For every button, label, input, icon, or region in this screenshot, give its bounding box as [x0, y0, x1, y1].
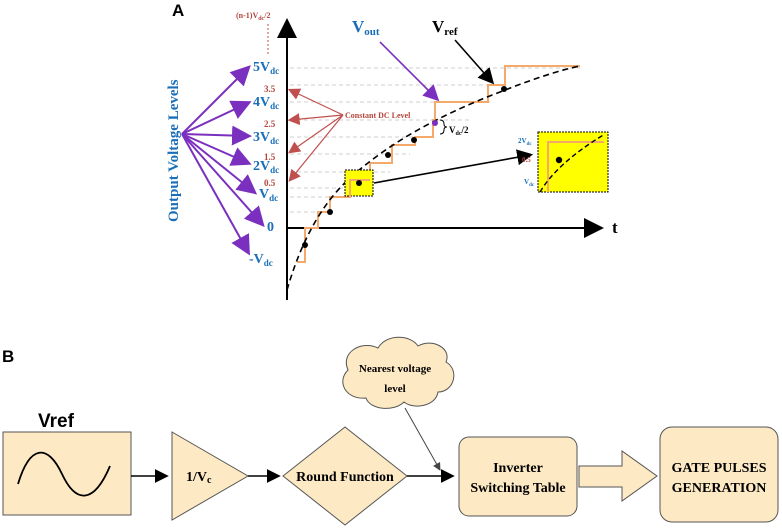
top-level-label: (n-1)Vdc/2	[236, 11, 270, 22]
level-arrows	[181, 65, 265, 256]
level-0: 0	[267, 220, 274, 235]
switching-table-block	[458, 436, 578, 517]
panel-a-label: A	[172, 1, 184, 20]
level-labels: 5Vdc 4Vdc 3Vdc 2Vdc Vdc 0 -Vdc	[249, 60, 279, 268]
switching-table-line-2: Switching Table	[470, 481, 565, 496]
gate-pulses-block	[659, 426, 779, 523]
panel-a: A t (n-1)Vdc/2 Output Voltage Levels 5Vd…	[166, 1, 618, 300]
level-3v: 3Vdc	[253, 130, 279, 146]
cloud-line-1: Nearest voltage	[359, 363, 431, 375]
half-step-brace	[439, 119, 448, 135]
nearest-level-cloud	[342, 336, 455, 409]
cloud-line-2: level	[384, 383, 405, 395]
level-guide-lines	[290, 67, 580, 213]
half-level-1-5: 1.5	[264, 152, 276, 162]
half-level-0-5: 0.5	[264, 178, 276, 188]
cloud-arrow	[404, 407, 441, 471]
half-level-3-5: 3.5	[264, 84, 276, 94]
zoom-region-point	[356, 180, 362, 186]
level-5v: 5Vdc	[253, 60, 279, 76]
round-function-label: Round Function	[296, 470, 394, 485]
vref-arrow	[454, 39, 495, 85]
inset-mid-label: 0.5	[522, 156, 531, 164]
y-axis-title: Output Voltage Levels	[166, 79, 182, 222]
level-1v: Vdc	[259, 187, 278, 203]
gain-block	[171, 431, 249, 521]
vref-label: Vref	[432, 17, 458, 38]
half-step-label: Vdc/2	[449, 125, 469, 137]
constant-dc-arrows	[287, 88, 344, 182]
vout-arrow	[379, 41, 440, 102]
inset-bot-label: Vdc	[524, 178, 535, 188]
constant-dc-label: Constant DC Level	[345, 111, 411, 120]
gain-label: 1/Vc	[186, 470, 212, 486]
sample-point	[432, 120, 438, 126]
sample-point	[302, 242, 308, 248]
vref-title: Vref	[38, 411, 75, 432]
sine-wave-icon	[17, 451, 111, 497]
gate-pulses-line-1: GATE PULSES	[671, 461, 766, 476]
block-arrow	[578, 450, 658, 502]
inset-point	[555, 156, 563, 164]
sample-point	[385, 152, 391, 158]
inset-step	[547, 141, 604, 192]
half-level-labels: 3.5 2.5 1.5 0.5	[264, 84, 276, 188]
vref-source-box	[2, 431, 132, 516]
inset-top-label: 2Vdc	[518, 137, 532, 147]
sample-point	[411, 137, 417, 143]
level-4v: 4Vdc	[253, 95, 279, 111]
staircase-output	[297, 65, 580, 263]
reference-curve	[286, 65, 581, 291]
sample-point	[327, 209, 333, 215]
inset-curve	[539, 133, 606, 193]
level-minus-v: -Vdc	[249, 252, 273, 268]
panel-b-label: B	[2, 347, 14, 366]
t-axis-label: t	[612, 218, 618, 237]
zoom-region-step	[349, 179, 370, 197]
panel-b: B Vref 1/Vc Round Function Nearest volta…	[2, 336, 779, 526]
half-level-2-5: 2.5	[264, 119, 276, 129]
level-2v: 2Vdc	[253, 159, 279, 175]
vout-label: Vout	[352, 17, 380, 38]
zoom-arrow	[373, 149, 534, 184]
gate-pulses-line-2: GENERATION	[672, 481, 767, 496]
sample-point	[501, 86, 507, 92]
switching-table-line-1: Inverter	[493, 461, 543, 476]
